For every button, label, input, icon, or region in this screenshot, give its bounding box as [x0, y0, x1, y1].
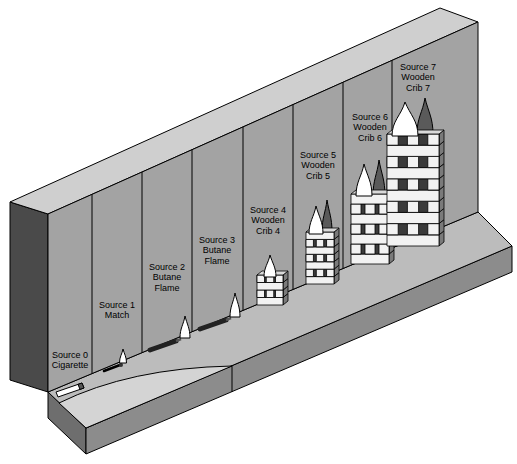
crib-gap [387, 179, 439, 190]
crib-stick-end [266, 290, 274, 298]
crib-smoke-flame [417, 98, 433, 134]
crib-stick [387, 190, 439, 201]
crib-stick [351, 234, 389, 244]
panel-joint [343, 82, 344, 268]
crib-stick-end [316, 239, 323, 246]
source-label: Source 3 Butane Flame [195, 235, 239, 266]
crib-flame [309, 206, 323, 234]
crib-stick [351, 254, 389, 264]
crib-flame [392, 102, 418, 136]
crib-stick-end [327, 239, 334, 246]
source-label: Source 2 Butane Flame [145, 262, 189, 293]
crib-gap [257, 290, 283, 298]
source-label: Source 1 Match [95, 300, 139, 321]
crib-stick-end [327, 269, 334, 276]
crib-gap [387, 201, 439, 212]
crib-stick-end [387, 201, 398, 212]
butane-flame [230, 293, 240, 317]
crib-stick-end [387, 156, 398, 167]
crib-stick [306, 277, 334, 284]
crib-stick-end [365, 204, 375, 214]
crib-stick [387, 168, 439, 179]
crib-gap [306, 254, 334, 261]
crib-stick-end [428, 179, 439, 190]
match-head [119, 363, 123, 367]
crib-stick-end [306, 239, 313, 246]
crib-stick-end [407, 156, 418, 167]
crib-gap [351, 244, 389, 254]
wall-end-face [10, 202, 48, 392]
crib-stick-end [306, 269, 313, 276]
crib-stick-end [428, 224, 439, 235]
crib-stick-end [387, 179, 398, 190]
crib-stick [387, 145, 439, 156]
panel-joint [142, 172, 143, 353]
crib-stick-end [257, 275, 265, 283]
panel-joint [243, 127, 244, 310]
crib-gap [351, 224, 389, 234]
crib-stick-end [428, 156, 439, 167]
butane-torch [200, 320, 226, 329]
wall-front-face [48, 22, 478, 392]
crib-stick [306, 247, 334, 254]
crib-stick [257, 298, 283, 306]
crib-stick-end [257, 290, 265, 298]
crib-stick-end [387, 224, 398, 235]
match-stick [104, 365, 120, 371]
cigarette-tip [78, 383, 84, 389]
panel-joint [92, 194, 93, 373]
crib-stick-end [316, 254, 323, 261]
source-label: Source 6 Wooden Crib 6 [348, 112, 392, 143]
crib-gap [351, 204, 389, 214]
butane-flame [180, 316, 190, 338]
torch-nozzle [226, 318, 231, 320]
crib-smoke-flame [322, 200, 332, 232]
crib-stick-end [351, 204, 361, 214]
crib-stick-end [407, 201, 418, 212]
floor-joint [232, 366, 233, 392]
panel-joint [293, 105, 294, 290]
crib-stick-end [365, 224, 375, 234]
match-flame [120, 349, 127, 363]
crib-stick [257, 283, 283, 291]
torch-nozzle [176, 339, 181, 341]
crib-stick [351, 214, 389, 224]
source-label: Source 5 Wooden Crib 5 [296, 150, 340, 181]
source-label: Source 7 Wooden Crib 7 [396, 62, 440, 93]
panel-joint [192, 150, 193, 332]
crib-flame [264, 255, 276, 277]
crib-stick [387, 212, 439, 223]
crib-flame [356, 164, 372, 196]
crib-gap [306, 269, 334, 276]
crib-stick [306, 262, 334, 269]
crib-stick-end [276, 275, 284, 283]
crib-gap [306, 239, 334, 246]
source-label: Source 0 Cigarette [48, 350, 92, 371]
butane-torch [150, 341, 176, 350]
crib-stick-end [407, 179, 418, 190]
crib-stick-end [351, 244, 361, 254]
crib-stick-end [351, 224, 361, 234]
crib-stick-end [428, 201, 439, 212]
source-label: Source 4 Wooden Crib 4 [246, 205, 290, 236]
crib-stick [387, 235, 439, 246]
cigarette [56, 383, 84, 397]
crib-stick-end [316, 269, 323, 276]
crib-stick-end [407, 224, 418, 235]
crib-stick-end [306, 254, 313, 261]
crib-stick-end [327, 254, 334, 261]
crib-stick-end [276, 290, 284, 298]
crib-stick-end [365, 244, 375, 254]
crib-gap [387, 224, 439, 235]
crib-gap [387, 156, 439, 167]
crib-stick-end [428, 134, 439, 145]
